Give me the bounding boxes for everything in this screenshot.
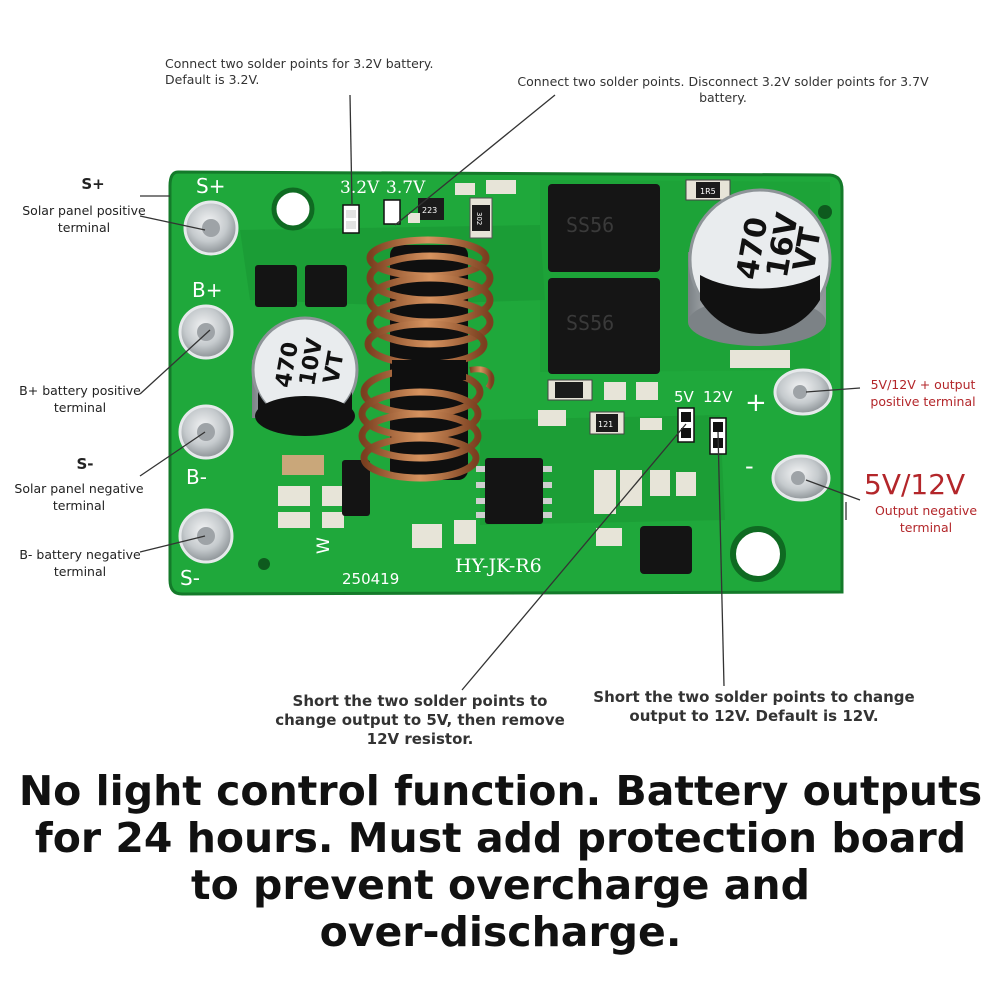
- label-s-minus-desc: Solar panel negative terminal: [14, 481, 144, 513]
- silk-jumper-32v: 3.2V: [340, 178, 380, 198]
- pad-output-minus: [771, 454, 831, 502]
- diode-mark-bottom: SS56: [566, 311, 614, 335]
- ic-qfn: [640, 526, 692, 574]
- leader-lines: [139, 94, 861, 691]
- note-37v-jumper: Connect two solder points. Disconnect 3.…: [517, 74, 929, 105]
- mounting-hole-top: [271, 187, 315, 231]
- pad-s-plus: [183, 200, 239, 256]
- footer-warning: No light control function. Battery outpu…: [0, 768, 1001, 956]
- jumper-32v-pads: [342, 204, 360, 234]
- silk-out-minus: -: [745, 452, 754, 480]
- res-1r5-label: 1R5: [700, 187, 716, 196]
- note-32v-jumper: Connect two solder points for 3.2V batte…: [165, 56, 434, 87]
- label-s-plus-desc: Solar panel positive terminal: [22, 203, 146, 235]
- silk-sel-12v: 12V: [703, 388, 733, 406]
- capacitor-470uf-16v: 470 16V VT: [688, 188, 832, 346]
- label-b-minus-desc: B- battery negative terminal: [19, 547, 141, 579]
- res-302-label: 302: [475, 212, 483, 225]
- silk-sel-5v: 5V: [674, 388, 695, 406]
- footer-line-1: No light control function. Battery outpu…: [18, 767, 983, 815]
- footer-line-4: over-discharge.: [319, 908, 682, 956]
- pad-s-minus: [178, 508, 234, 564]
- mosfet-pair: [255, 265, 347, 307]
- smd-components: 223 302 1R5 121: [278, 179, 790, 548]
- ic-soic8: [476, 458, 552, 524]
- schottky-diode-bottom: SS56: [548, 278, 660, 374]
- res-223-label: 223: [422, 206, 437, 215]
- res-121-label: 121: [598, 420, 613, 429]
- diode-mark-top: SS56: [566, 213, 614, 237]
- silk-s-plus: S+: [196, 174, 225, 198]
- cap-big-label-3: VT: [787, 224, 829, 274]
- silk-date-code: 250419: [342, 570, 399, 588]
- schottky-diode-top: SS56: [548, 184, 660, 272]
- jumper-37v-pads: [383, 199, 401, 225]
- label-b-plus-desc: B+ battery positive terminal: [19, 383, 141, 415]
- footer-line-3: to prevent overcharge and: [191, 861, 810, 909]
- capacitor-470uf-10v: 470 10V VT: [251, 316, 359, 436]
- pad-b-minus: [178, 404, 234, 460]
- ic-chip-small: [342, 460, 370, 516]
- silk-w-mark: W: [314, 537, 334, 554]
- note-12v-jumper: Short the two solder points to change ou…: [593, 688, 915, 725]
- pad-output-plus: [773, 368, 833, 416]
- label-s-plus-title: S+: [81, 175, 105, 193]
- silk-model: HY-JK-R6: [455, 555, 542, 577]
- label-output-minus-desc: Output negative terminal: [874, 503, 978, 535]
- silk-out-plus: +: [745, 388, 767, 418]
- mounting-hole-bottom: [730, 526, 786, 582]
- inductor-coil: [358, 236, 495, 482]
- via-hole: [258, 558, 270, 570]
- label-output-plus-desc: 5V/12V + output positive terminal: [870, 377, 976, 409]
- cap-small-label-3: VT: [319, 350, 349, 386]
- silk-jumper-37v: 3.7V: [386, 178, 426, 198]
- footer-line-2: for 24 hours. Must add protection board: [34, 814, 967, 862]
- label-s-minus-title: S-: [76, 455, 94, 473]
- silk-s-minus: S-: [180, 566, 200, 590]
- silk-b-plus: B+: [192, 278, 222, 302]
- via-hole: [818, 205, 832, 219]
- note-5v-jumper: Short the two solder points to change ou…: [275, 692, 565, 748]
- silk-b-minus: B-: [186, 465, 207, 489]
- label-output-minus-title: 5V/12V: [864, 468, 966, 501]
- pcb-diagram: S+ B+ B- S- + - 3.2V 3.7V 5V 12V 250419 …: [139, 94, 861, 691]
